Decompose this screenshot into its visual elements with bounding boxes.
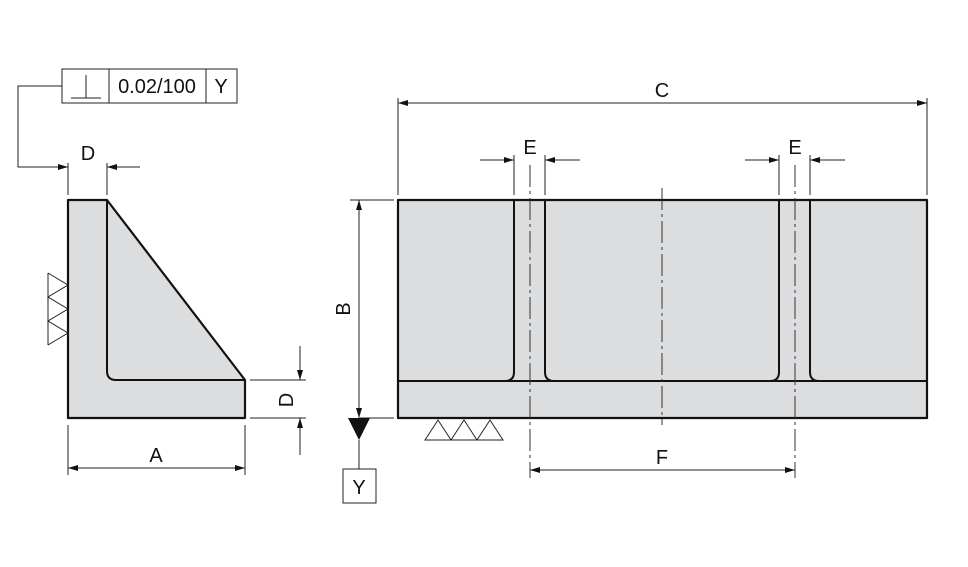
svg-text:F: F: [656, 447, 668, 469]
front-view: [396, 165, 929, 478]
svg-text:C: C: [655, 80, 669, 102]
dimension-d-side: D: [250, 346, 306, 455]
dimension-d-top: D: [67, 143, 140, 195]
datum-triangle-icon: [348, 418, 370, 440]
svg-text:Y: Y: [352, 477, 365, 499]
dimension-e-right: E: [745, 137, 845, 195]
surface-finish-icon: [47, 272, 69, 346]
dimension-f: F: [530, 447, 795, 473]
svg-text:B: B: [333, 302, 355, 315]
svg-text:D: D: [81, 143, 95, 165]
perpendicularity-icon: [71, 75, 101, 99]
svg-text:E: E: [523, 137, 536, 159]
svg-text:A: A: [149, 445, 163, 467]
svg-text:E: E: [788, 137, 801, 159]
dimension-c: C: [397, 80, 928, 195]
dimension-b: B: [333, 199, 394, 419]
tolerance-datum: Y: [214, 76, 227, 98]
dimension-e-left: E: [480, 137, 580, 195]
tolerance-frame: 0.02/100 Y: [17, 68, 238, 170]
dimension-a: A: [67, 425, 246, 475]
surface-finish-icon: [424, 419, 504, 441]
datum-y: Y: [342, 418, 377, 504]
svg-text:D: D: [276, 393, 298, 407]
tolerance-value: 0.02/100: [118, 76, 196, 98]
side-profile: [47, 198, 247, 420]
